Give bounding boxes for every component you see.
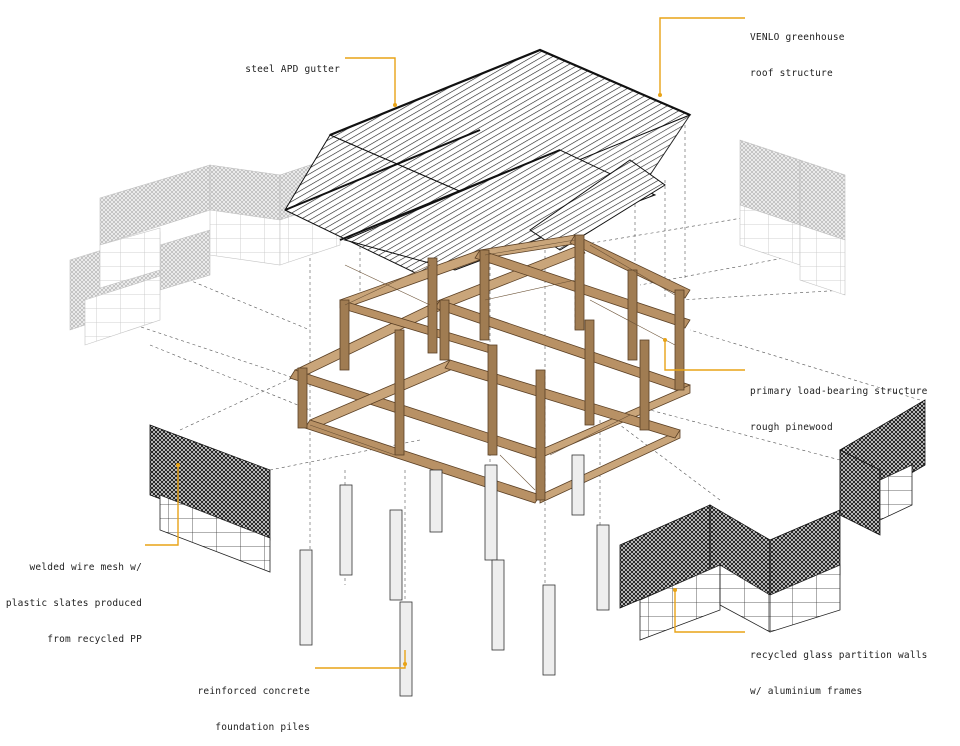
label-concrete-piles: reinforced concrete foundation piles: [160, 662, 310, 746]
leader-primary: [664, 340, 745, 371]
label-primary-structure: primary load-bearing structure rough pin…: [750, 362, 928, 446]
label-line: roof structure: [750, 68, 833, 79]
label-steel-gutter: steel APD gutter: [200, 52, 340, 76]
leader-concrete: [315, 650, 406, 669]
label-line: steel APD gutter: [245, 64, 340, 75]
label-line: foundation piles: [215, 722, 310, 733]
pile: [429, 469, 443, 533]
label-line: primary load-bearing structure: [750, 386, 928, 397]
exploded-axonometric-diagram: [69, 17, 926, 697]
ghost-wall-right: [739, 139, 846, 296]
pile: [389, 509, 403, 601]
mesh-wall-left: [149, 424, 271, 573]
label-glass-walls: recycled glass partition walls w/ alumin…: [750, 626, 928, 710]
concrete-piles: [299, 454, 610, 697]
mesh-wall-right: [619, 399, 926, 641]
pile: [571, 454, 585, 516]
pile: [484, 464, 498, 561]
label-line: rough pinewood: [750, 422, 833, 433]
pile: [491, 559, 505, 651]
label-line: welded wire mesh w/: [29, 562, 142, 573]
pile: [399, 601, 413, 697]
label-line: reinforced concrete: [197, 686, 310, 697]
pile: [542, 584, 556, 676]
venlo-roof: [284, 48, 692, 281]
label-line: VENLO greenhouse: [750, 32, 845, 43]
leader-lines: [145, 17, 745, 669]
leader-venlo: [659, 17, 745, 95]
timber-frame: [289, 234, 691, 504]
leader-gutter: [345, 57, 396, 105]
label-line: from recycled PP: [47, 634, 142, 645]
label-line: recycled glass partition walls: [750, 650, 928, 661]
label-line: w/ aluminium frames: [750, 686, 863, 697]
pile: [596, 524, 610, 611]
pile: [339, 484, 353, 576]
label-wire-mesh: welded wire mesh w/ plastic slates produ…: [0, 538, 142, 658]
label-venlo-roof: VENLO greenhouse roof structure: [750, 8, 845, 92]
leader-glass: [674, 590, 745, 633]
pile: [299, 549, 313, 646]
label-line: plastic slates produced: [5, 598, 142, 609]
leader-mesh: [145, 465, 179, 546]
